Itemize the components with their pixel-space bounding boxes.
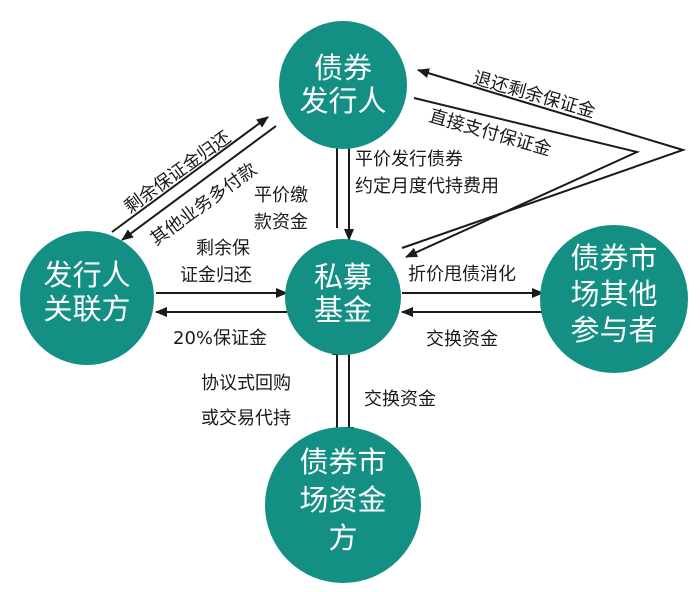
node-affiliate-line-1: 发行人 <box>43 258 130 292</box>
arrow-loop-direct-margin <box>405 97 641 258</box>
arrow-affiliate-to-issuer <box>111 116 269 233</box>
label-par-payment-line-2: 款资金 <box>254 212 308 233</box>
node-market-others-line-2: 场其他 <box>570 277 657 311</box>
node-fund-line-1: 私募 <box>314 260 372 294</box>
node-issuer-line-2: 发行人 <box>299 84 386 118</box>
node-fund-line-2: 基金 <box>314 293 372 327</box>
label-par-payment-line-1: 平价缴 <box>254 185 308 206</box>
arrow-issuer-to-affiliate <box>121 125 277 241</box>
label-margin-20: 20%保证金 <box>173 328 267 349</box>
label-par-issue-line-1: 平价发行债券 <box>355 149 463 170</box>
label-exchange-right: 交换资金 <box>426 329 498 350</box>
node-market-funders: 债券市 场资金 方 <box>265 427 421 583</box>
label-par-issue-line-2: 约定月度代持费用 <box>355 176 499 197</box>
label-repo-line-1: 协议式回购 <box>201 373 291 394</box>
node-market-funders-line-3: 方 <box>328 521 357 555</box>
label-return-margin-top: 退还剩余保证金 <box>471 68 598 123</box>
node-market-others-line-3: 参与者 <box>570 313 657 347</box>
node-market-others-line-1: 债券市 <box>570 241 657 275</box>
node-affiliate-line-2: 关联方 <box>43 292 130 326</box>
label-discount-dump: 折价甩债消化 <box>408 264 516 285</box>
label-fund-return-margin-line-2: 证金归还 <box>180 265 252 286</box>
node-market-funders-line-2: 场资金 <box>299 483 386 517</box>
node-market-funders-line-1: 债券市 <box>299 445 386 479</box>
node-affiliate: 发行人 关联方 <box>20 231 154 365</box>
label-exchange-bottom: 交换资金 <box>364 389 436 410</box>
node-fund: 私募 基金 <box>285 239 401 355</box>
label-fund-return-margin-line-1: 剩余保 <box>196 238 250 259</box>
node-issuer: 债券 发行人 <box>279 21 407 149</box>
node-market-others: 债券市 场其他 参与者 <box>540 225 688 373</box>
node-issuer-line-1: 债券 <box>314 51 372 85</box>
label-repo-line-2: 或交易代持 <box>201 408 291 429</box>
